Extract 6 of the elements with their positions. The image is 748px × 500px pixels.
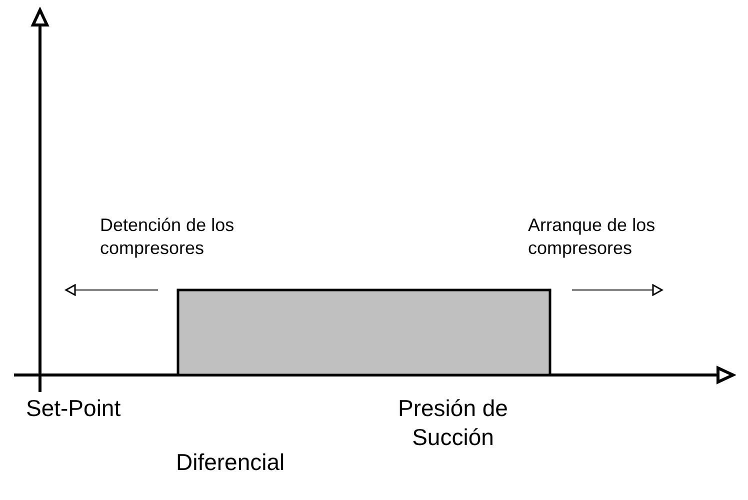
annotation-text: Arranque de los compresores bbox=[528, 214, 656, 259]
axis-label: Set-Point bbox=[26, 394, 121, 423]
axis-label: Presión de Succión bbox=[397, 394, 509, 452]
differential-band bbox=[176, 288, 552, 376]
band-label: Diferencial bbox=[176, 448, 285, 477]
annotation-text: Detención de los compresores bbox=[100, 214, 236, 259]
